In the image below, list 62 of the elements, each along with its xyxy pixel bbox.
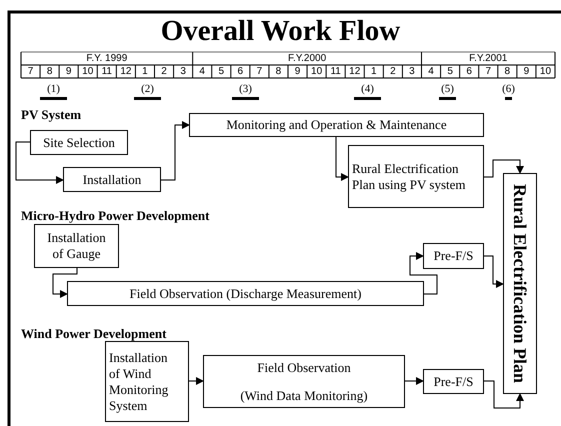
process-box: Pre-F/S [423,369,484,394]
arrow [484,256,504,288]
process-box: Rural Electrification Plan using PV system [348,145,484,208]
arrow [484,380,524,408]
section-heading: PV System [21,107,82,123]
month-label: 7 [26,66,34,78]
section-heading: Micro-Hydro Power Development [21,208,210,224]
phase-number: (2) [140,83,155,95]
arrow [484,160,524,178]
process-box: Field Observation (Discharge Measurement) [67,281,424,306]
month-label: 3 [179,66,187,78]
month-label: 8 [46,66,54,78]
arrow [410,252,438,294]
month-label: 9 [522,66,530,78]
arrow [188,377,204,385]
phase-number: (6) [501,83,516,95]
arrow [16,142,64,184]
month-label: 8 [504,66,512,78]
month-label: 1 [141,66,149,78]
arrow [52,268,78,298]
process-box: Field Observation (Wind Data Monitoring) [203,355,405,408]
process-box: Monitoring and Operation & Maintenance [189,113,484,137]
month-label: 9 [294,66,302,78]
arrow [160,121,190,180]
month-label: 2 [160,66,168,78]
process-box: Installation [63,167,161,192]
month-label: 9 [64,66,72,78]
process-box: Site Selection [30,130,128,155]
process-box: Installation of Wind Monitoring System [105,341,189,422]
month-label: 5 [217,66,226,78]
month-label: 4 [198,66,206,78]
month-label: 8 [274,66,282,78]
month-label: 12 [119,66,132,78]
month-label: 10 [81,66,94,78]
fiscal-year-label: F.Y. 1999 [85,53,128,65]
month-label: 4 [427,66,435,78]
fiscal-year-label: F.Y.2000 [286,53,328,65]
title: Overall Work Flow [160,14,402,48]
month-label: 7 [484,66,492,78]
month-label: 10 [538,66,552,78]
month-label: 7 [256,66,264,78]
process-box: Installation of Gauge [34,224,119,268]
month-label: 1 [370,66,378,78]
phase-number: (1) [46,83,61,95]
process-box: Rural Electrification Plan [503,173,537,394]
month-label: 3 [408,66,416,78]
phase-number: (3) [238,83,253,95]
phase-number: (5) [440,83,455,95]
month-label: 11 [100,66,113,78]
fiscal-year-label: F.Y.2001 [468,53,508,65]
arrow [336,136,349,181]
section-heading: Wind Power Development [21,326,166,342]
phase-number: (4) [360,83,375,95]
month-label: 5 [446,66,454,78]
month-label: 10 [310,66,324,78]
process-box: Pre-F/S [423,243,484,269]
month-label: 6 [465,66,473,78]
month-label: 12 [348,66,362,78]
month-label: 2 [389,66,397,78]
arrow [404,377,424,385]
month-label: 11 [329,66,342,78]
month-label: 6 [236,66,244,78]
